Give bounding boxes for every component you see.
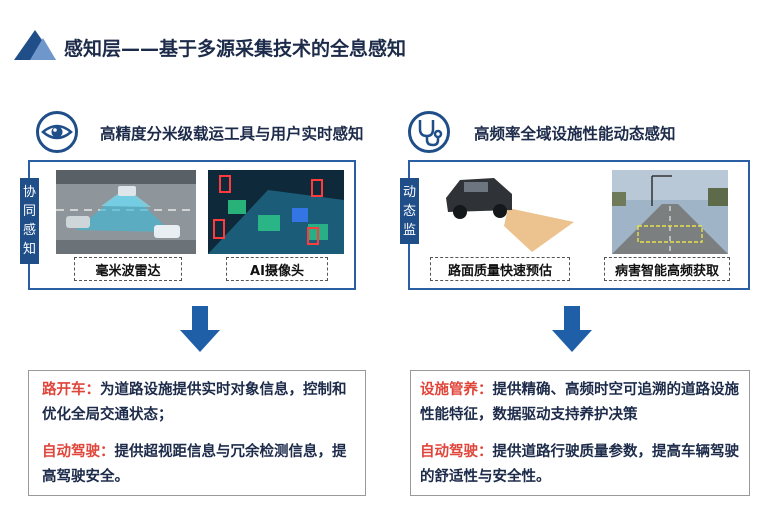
header-logo-triangle-shade xyxy=(30,38,56,60)
page-title: 感知层——基于多源采集技术的全息感知 xyxy=(64,38,407,60)
right-section-title: 高频率全域设施性能动态感知 xyxy=(474,125,676,143)
right-description-box xyxy=(410,370,750,496)
radar-caption: 毫米波雷达 xyxy=(74,257,182,281)
left-paragraph-2: 自动驾驶：提供超视距信息与冗余检测信息，提高驾驶安全。 xyxy=(42,444,347,485)
road-image xyxy=(612,170,728,254)
right-paragraph-2: 自动驾驶：提供道路行驶质量参数，提高车辆驾驶的舒适性与安全性。 xyxy=(420,444,739,485)
left-description-box xyxy=(28,370,366,496)
ai-camera-caption: AI摄像头 xyxy=(226,257,328,281)
right-down-arrow-icon xyxy=(552,306,592,352)
right-paragraph-1: 设施管养：提供精确、高频时空可追溯的道路设施性能特征，数据驱动支持养护决策 xyxy=(420,382,739,423)
right-panel-tag: 动 态 监 xyxy=(400,178,419,244)
left-down-arrow-icon xyxy=(180,306,220,352)
ai-camera-image xyxy=(208,170,344,254)
radar-image xyxy=(56,170,196,254)
left-section-title: 高精度分米级载运工具与用户实时感知 xyxy=(100,125,364,143)
vehicle-image xyxy=(434,168,584,254)
eye-icon xyxy=(36,111,78,153)
distress-caption: 病害智能高频获取 xyxy=(604,257,730,281)
stethoscope-icon xyxy=(408,111,450,153)
left-panel-tag: 协 同 感 知 xyxy=(20,178,39,264)
pavement-caption: 路面质量快速预估 xyxy=(430,257,570,281)
left-paragraph-1: 路开车：为道路设施提供实时对象信息，控制和优化全局交通状态； xyxy=(42,382,347,423)
